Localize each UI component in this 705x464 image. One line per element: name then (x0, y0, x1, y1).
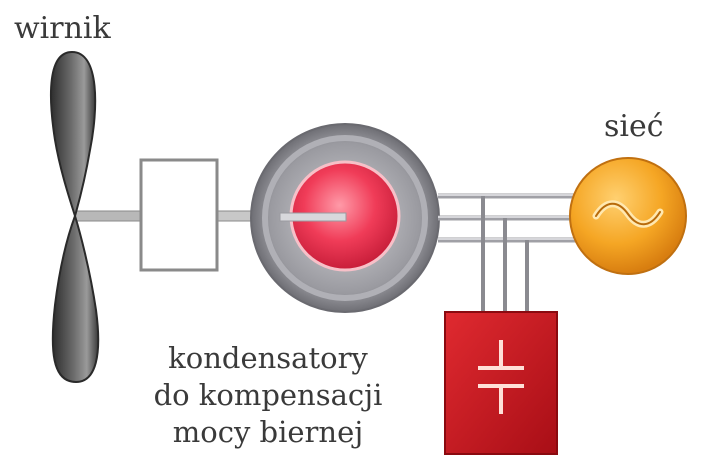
capacitor-label-line-2: do kompensacji (153, 378, 383, 412)
capacitor-icon (444, 311, 558, 455)
gearbox-box (139, 158, 219, 272)
ac-source-icon (569, 157, 687, 275)
rotor-label: wirnik (14, 11, 111, 46)
grid-connection-lines (438, 193, 578, 243)
rotor-blade-icon (49, 50, 100, 384)
generator-icon (250, 123, 440, 313)
capacitor-drop-lines (481, 196, 529, 312)
capacitor-label-line-3: mocy biernej (172, 415, 364, 449)
rotor-shaft (74, 210, 142, 222)
capacitor-label: kondensatory do kompensacji mocy biernej (118, 340, 418, 451)
capacitor-label-line-1: kondensatory (168, 341, 368, 375)
grid-label: sieć (604, 109, 664, 144)
